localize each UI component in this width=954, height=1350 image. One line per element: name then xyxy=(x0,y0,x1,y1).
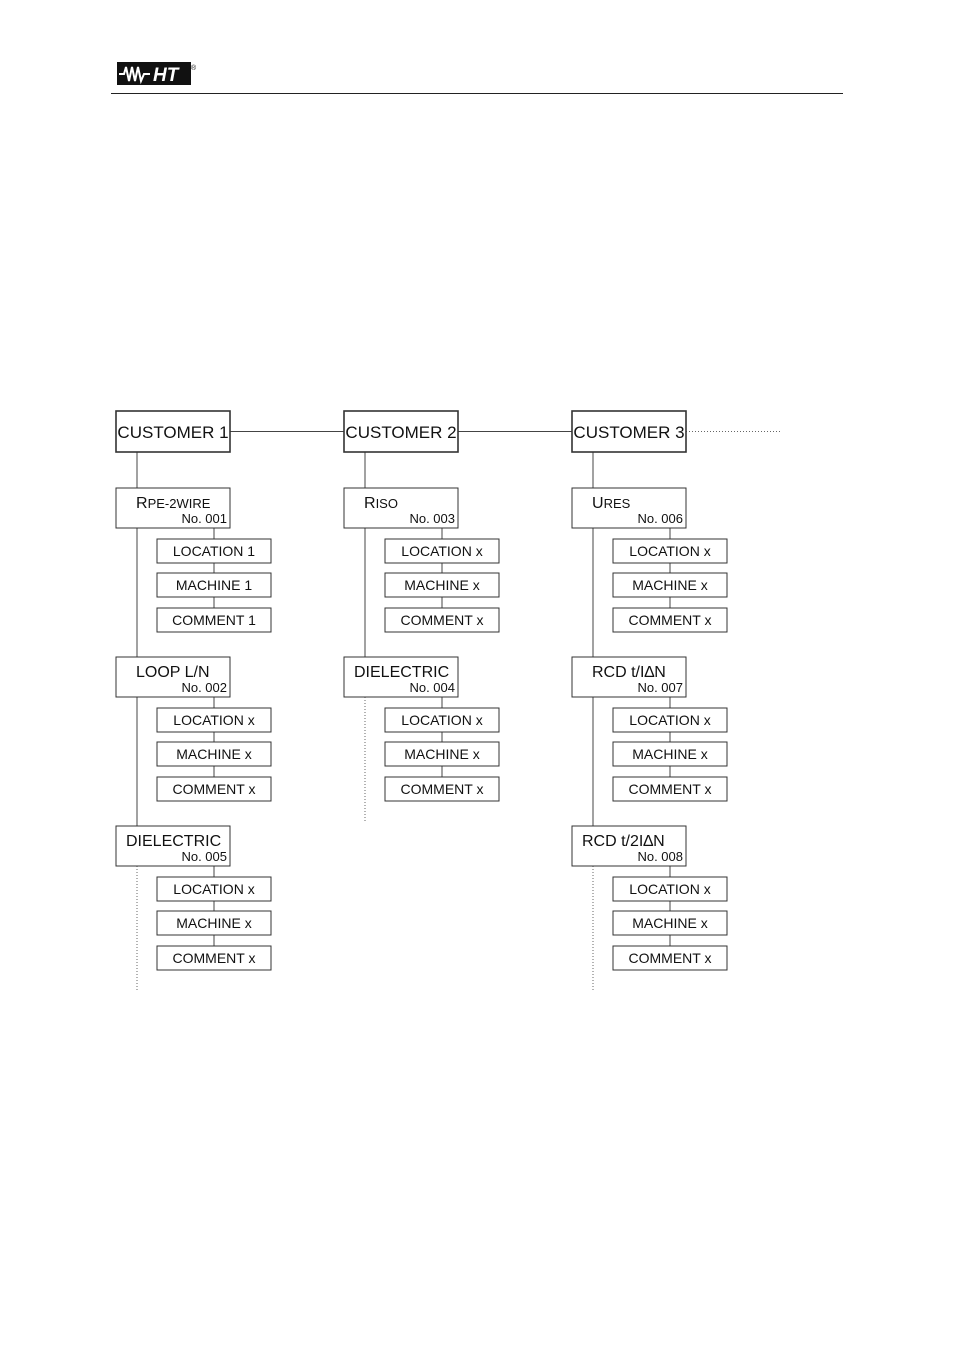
detail-label: MACHINE x xyxy=(176,746,251,762)
detail-label: LOCATION x xyxy=(173,712,254,728)
header-divider xyxy=(111,93,843,94)
detail-box[interactable]: LOCATION x xyxy=(612,538,728,564)
detail-label: LOCATION 1 xyxy=(173,543,255,559)
measure-number: No. 001 xyxy=(181,511,227,526)
measure-number: No. 008 xyxy=(637,849,683,864)
detail-label: LOCATION x xyxy=(401,543,482,559)
detail-box[interactable]: MACHINE 1 xyxy=(156,572,272,598)
logo-registered-mark: ® xyxy=(191,64,197,72)
detail-label: COMMENT x xyxy=(173,950,256,966)
detail-label: COMMENT x xyxy=(401,612,484,628)
measure-name-subscript: PE-2WIRE xyxy=(148,496,211,511)
detail-label: MACHINE x xyxy=(404,746,479,762)
detail-box[interactable]: COMMENT x xyxy=(156,945,272,971)
measure-name: RCD t/I∆N xyxy=(592,664,666,681)
detail-label: LOCATION x xyxy=(629,881,710,897)
customer-box[interactable]: CUSTOMER 1 xyxy=(115,410,231,453)
measure-name: DIELECTRIC xyxy=(354,664,449,681)
detail-box[interactable]: MACHINE x xyxy=(612,572,728,598)
measure-name-main: LOOP L/N xyxy=(136,664,210,681)
detail-box[interactable]: COMMENT x xyxy=(384,607,500,633)
detail-box[interactable]: MACHINE x xyxy=(612,741,728,767)
detail-box[interactable]: MACHINE x xyxy=(156,910,272,936)
measure-box[interactable]: RISO No. 003 xyxy=(343,487,459,529)
detail-label: MACHINE x xyxy=(404,577,479,593)
measure-name-main: DIELECTRIC xyxy=(354,664,449,681)
measure-number: No. 006 xyxy=(637,511,683,526)
measure-box[interactable]: LOOP L/NNo. 002 xyxy=(115,656,231,698)
customer-box[interactable]: CUSTOMER 3 xyxy=(571,410,687,453)
measure-name-main: R xyxy=(364,495,376,512)
measure-name-subscript: RES xyxy=(604,496,631,511)
detail-label: LOCATION x xyxy=(401,712,482,728)
logo-text: HT xyxy=(153,65,180,86)
detail-label: COMMENT 1 xyxy=(172,612,256,628)
detail-label: COMMENT x xyxy=(629,612,712,628)
detail-box[interactable]: LOCATION x xyxy=(612,707,728,733)
detail-label: MACHINE 1 xyxy=(176,577,252,593)
ht-logo: HT ® xyxy=(117,62,197,91)
detail-label: MACHINE x xyxy=(176,915,251,931)
detail-label: COMMENT x xyxy=(629,781,712,797)
detail-box[interactable]: LOCATION x xyxy=(156,707,272,733)
detail-label: MACHINE x xyxy=(632,746,707,762)
measure-name-main: R xyxy=(136,495,148,512)
detail-box[interactable]: MACHINE x xyxy=(612,910,728,936)
detail-label: COMMENT x xyxy=(629,950,712,966)
measure-name-main: RCD t/I∆N xyxy=(592,664,666,681)
detail-box[interactable]: LOCATION x xyxy=(612,876,728,902)
detail-box[interactable]: COMMENT 1 xyxy=(156,607,272,633)
detail-box[interactable]: MACHINE x xyxy=(384,741,500,767)
measure-box[interactable]: URES No. 006 xyxy=(571,487,687,529)
customer-label: CUSTOMER 1 xyxy=(117,423,228,442)
measure-name: RPE-2WIRE xyxy=(136,495,211,512)
measure-name-main: DIELECTRIC xyxy=(126,833,221,850)
detail-label: LOCATION x xyxy=(629,543,710,559)
measure-name: RCD t/2I∆N xyxy=(582,833,665,850)
measure-name-subscript: ISO xyxy=(376,496,398,511)
detail-box[interactable]: MACHINE x xyxy=(384,572,500,598)
measure-box[interactable]: RCD t/2I∆NNo. 008 xyxy=(571,825,687,867)
ht-logo-icon: HT ® xyxy=(117,62,197,86)
measure-name: URES xyxy=(592,495,631,512)
customer-box[interactable]: CUSTOMER 2 xyxy=(343,410,459,453)
measure-number: No. 002 xyxy=(181,680,227,695)
detail-box[interactable]: MACHINE x xyxy=(156,741,272,767)
detail-box[interactable]: LOCATION 1 xyxy=(156,538,272,564)
measure-number: No. 004 xyxy=(409,680,455,695)
customer-label: CUSTOMER 3 xyxy=(573,423,684,442)
measure-box[interactable]: RCD t/I∆NNo. 007 xyxy=(571,656,687,698)
detail-label: LOCATION x xyxy=(173,881,254,897)
customer-label: CUSTOMER 2 xyxy=(345,423,456,442)
connector-layer xyxy=(136,431,780,992)
measure-name: LOOP L/N xyxy=(136,664,210,681)
detail-label: MACHINE x xyxy=(632,915,707,931)
measure-name-main: RCD t/2I∆N xyxy=(582,833,665,850)
measure-name: DIELECTRIC xyxy=(126,833,221,850)
measure-name: RISO xyxy=(364,495,398,512)
detail-label: LOCATION x xyxy=(629,712,710,728)
detail-label: COMMENT x xyxy=(401,781,484,797)
detail-box[interactable]: LOCATION x xyxy=(156,876,272,902)
detail-box[interactable]: COMMENT x xyxy=(384,776,500,802)
detail-label: MACHINE x xyxy=(632,577,707,593)
detail-box[interactable]: LOCATION x xyxy=(384,538,500,564)
measure-name-main: U xyxy=(592,495,604,512)
detail-box[interactable]: COMMENT x xyxy=(612,776,728,802)
detail-box[interactable]: COMMENT x xyxy=(156,776,272,802)
measure-number: No. 003 xyxy=(409,511,455,526)
detail-box[interactable]: COMMENT x xyxy=(612,945,728,971)
detail-box[interactable]: COMMENT x xyxy=(612,607,728,633)
detail-label: COMMENT x xyxy=(173,781,256,797)
measure-number: No. 005 xyxy=(181,849,227,864)
measure-number: No. 007 xyxy=(637,680,683,695)
detail-box[interactable]: LOCATION x xyxy=(384,707,500,733)
